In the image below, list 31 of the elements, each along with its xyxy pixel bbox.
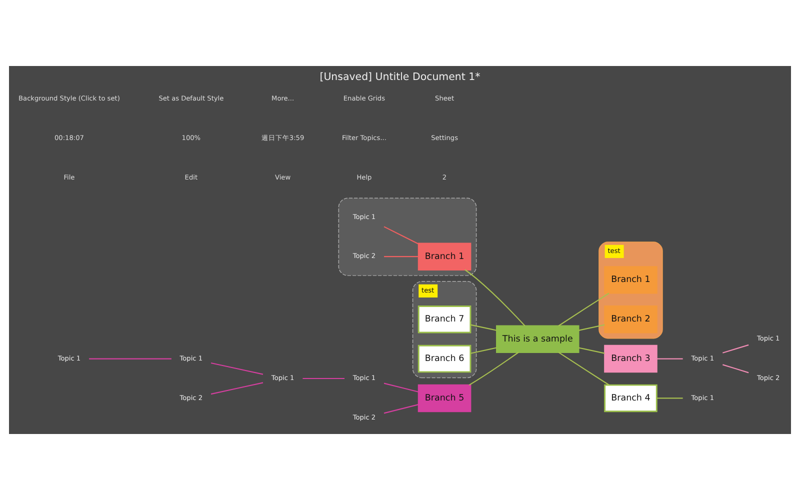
node-box: Branch 7 [418,306,472,334]
node-box: Branch 1 [604,266,658,294]
connector [89,358,172,360]
connector [302,378,344,380]
node-box: This is a sample [496,325,580,353]
node-box: Branch 1 [418,242,472,270]
connector [384,382,418,392]
connector [722,364,749,374]
connector [656,358,683,360]
connector [578,347,605,354]
connector [210,382,264,395]
node-box: Branch 5 [418,384,472,412]
node-box: Branch 6 [418,344,472,373]
node-box: Branch 3 [604,344,658,373]
connector [464,269,526,326]
connector [470,347,497,354]
connector [210,362,264,375]
node-box: Branch 4 [604,384,658,412]
connector [384,256,418,258]
diagram-title: [Unsaved] Untitle Document 1* [320,72,480,84]
cluster [338,198,477,276]
node-box: Branch 2 [604,306,658,334]
connector [470,324,497,331]
connector [656,398,683,399]
connector [384,226,419,244]
connector [558,292,610,326]
connector [722,344,749,354]
connector [558,352,610,386]
connector [578,324,605,331]
connector [468,352,519,386]
connector [384,404,418,414]
